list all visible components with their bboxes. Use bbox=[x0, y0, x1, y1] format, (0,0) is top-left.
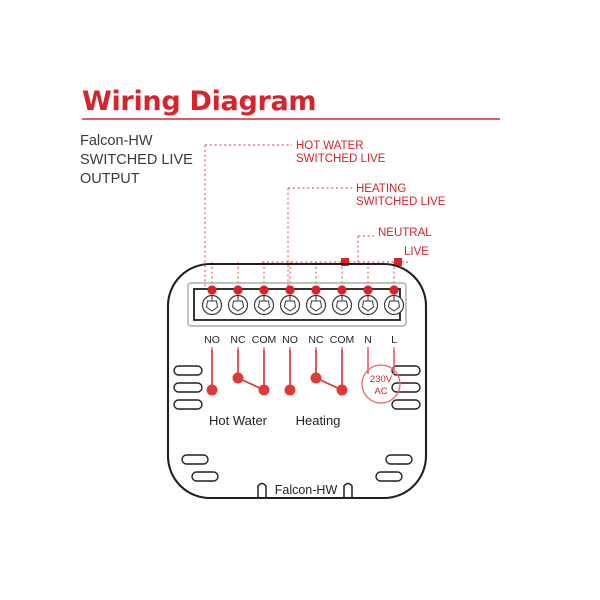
mounting-slot-left-4 bbox=[181, 454, 209, 465]
description-line-1: Falcon-HW bbox=[80, 133, 153, 149]
terminal-screw-slot-0 bbox=[205, 300, 219, 312]
device-brand-label: Falcon-HW bbox=[275, 483, 338, 497]
device-tab-left bbox=[257, 482, 267, 498]
wire-dot-hw-nc bbox=[232, 372, 244, 384]
wire-dot-ht-com bbox=[336, 384, 348, 396]
mounting-slot-right-4 bbox=[385, 454, 413, 465]
terminal-dot-2 bbox=[259, 285, 269, 295]
dotted-leader-network bbox=[204, 144, 410, 289]
terminal-screw-group bbox=[201, 294, 405, 316]
circuit-caption-heating: Heating bbox=[296, 413, 341, 428]
callout-labels: HOT WATER SWITCHED LIVE HEATING SWITCHED… bbox=[296, 140, 446, 258]
terminal-connection-dots bbox=[207, 285, 399, 295]
terminal-screw-slot-3 bbox=[283, 300, 297, 312]
terminal-screw-slot-7 bbox=[387, 300, 401, 312]
terminal-screw-slot-1 bbox=[231, 300, 245, 312]
terminal-label-0: NO bbox=[204, 334, 220, 346]
terminal-dot-7 bbox=[389, 285, 399, 295]
terminal-label-4: NC bbox=[308, 334, 324, 346]
terminal-screw-slot-4 bbox=[309, 300, 323, 312]
mounting-slot-left-1 bbox=[173, 365, 203, 376]
callout-heating-line-2: SWITCHED LIVE bbox=[356, 196, 446, 208]
terminal-label-5: COM bbox=[330, 334, 355, 346]
description-block: Falcon-HW SWITCHED LIVE OUTPUT bbox=[80, 133, 193, 187]
terminal-dot-3 bbox=[285, 285, 295, 295]
terminal-label-6: N bbox=[364, 334, 372, 346]
wiring-lines bbox=[211, 350, 395, 391]
description-line-2: SWITCHED LIVE bbox=[80, 152, 193, 168]
callout-neutral: NEUTRAL bbox=[378, 227, 432, 239]
wire-dot-hw-no bbox=[206, 384, 218, 396]
callout-live: LIVE bbox=[404, 246, 429, 258]
power-source-voltage: 230V bbox=[370, 374, 393, 385]
mounting-slots-left bbox=[173, 365, 219, 482]
wire-end-dots bbox=[206, 372, 348, 396]
mounting-slot-right-3 bbox=[391, 399, 421, 410]
mounting-slot-left-5 bbox=[191, 471, 219, 482]
description-line-3: OUTPUT bbox=[80, 171, 140, 187]
wire-dot-hw-com bbox=[258, 384, 270, 396]
mounting-slot-right-2 bbox=[391, 382, 421, 393]
mounting-slot-left-3 bbox=[173, 399, 203, 410]
terminal-label-1: NC bbox=[230, 334, 246, 346]
device-outline bbox=[166, 262, 428, 500]
device-tab-right bbox=[343, 482, 353, 498]
terminal-screw-slot-5 bbox=[335, 300, 349, 312]
mounting-slots-right bbox=[375, 365, 421, 482]
callout-heating-line-1: HEATING bbox=[356, 183, 406, 195]
page-title: Wiring Diagram bbox=[82, 86, 316, 117]
terminal-dot-0 bbox=[207, 285, 217, 295]
terminal-dot-1 bbox=[233, 285, 243, 295]
callout-hot-water-line-1: HOT WATER bbox=[296, 140, 364, 152]
terminal-screw-slot-2 bbox=[257, 300, 271, 312]
terminal-dot-5 bbox=[337, 285, 347, 295]
mounting-slot-right-5 bbox=[375, 471, 403, 482]
power-source-circle bbox=[361, 364, 401, 404]
junction-node-neutral bbox=[341, 258, 349, 266]
wire-dot-ht-nc bbox=[310, 372, 322, 384]
terminal-dot-6 bbox=[363, 285, 373, 295]
terminal-dot-4 bbox=[311, 285, 321, 295]
mounting-slot-left-2 bbox=[173, 382, 203, 393]
mounting-slot-right-1 bbox=[391, 365, 421, 376]
terminal-label-3: NO bbox=[282, 334, 298, 346]
terminal-label-row: NO NC COM NO NC COM N L bbox=[204, 334, 397, 352]
terminal-screw-slot-6 bbox=[361, 300, 375, 312]
wire-dot-ht-no bbox=[284, 384, 296, 396]
junction-node-live bbox=[394, 258, 402, 266]
circuit-caption-hot-water: Hot Water bbox=[209, 413, 268, 428]
terminal-label-7: L bbox=[391, 334, 397, 346]
terminal-label-2: COM bbox=[252, 334, 277, 346]
callout-hot-water-line-2: SWITCHED LIVE bbox=[296, 153, 386, 165]
power-source-type: AC bbox=[374, 386, 387, 397]
terminal-block-housing-outer bbox=[187, 282, 407, 327]
